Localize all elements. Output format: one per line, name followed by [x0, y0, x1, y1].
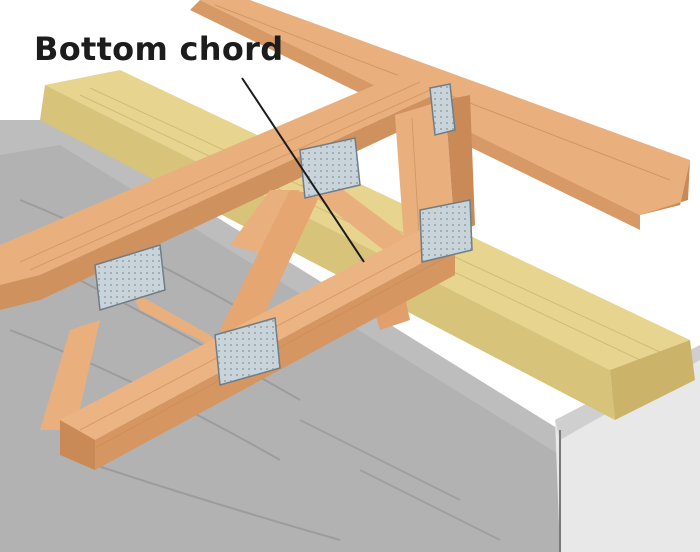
metal-gusset-plate	[94, 83, 473, 386]
diagonal-web	[40, 180, 410, 430]
callout-leader-line	[241, 77, 365, 263]
bottom-chord-label: Bottom chord	[34, 30, 284, 68]
